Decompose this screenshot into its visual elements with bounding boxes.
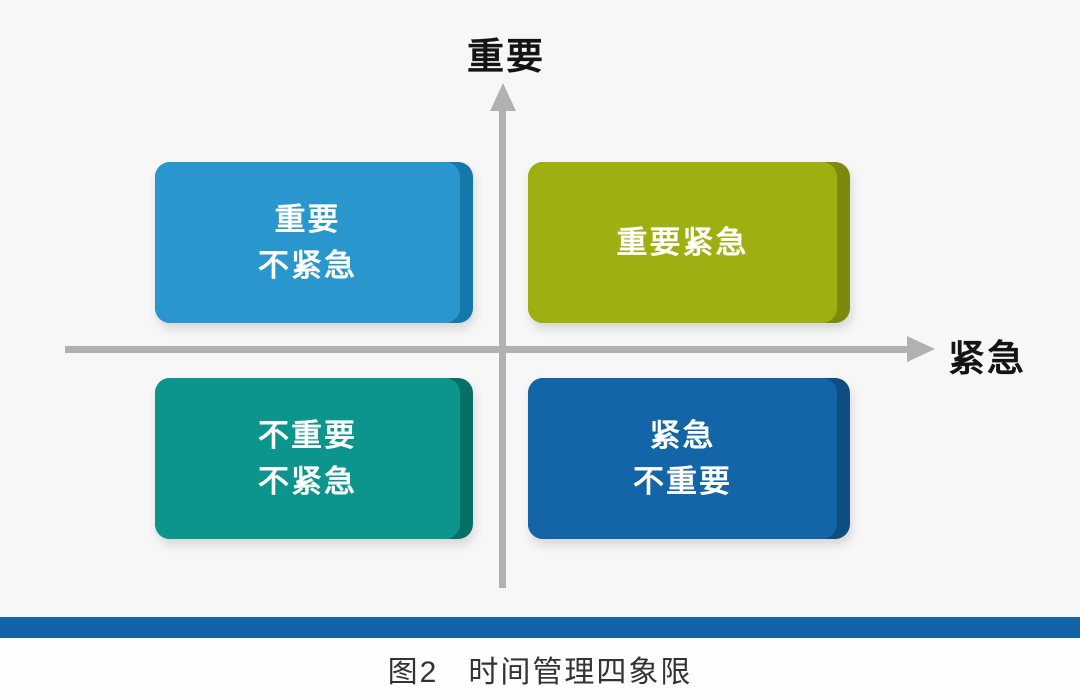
quadrant-face: 紧急 不重要 [528, 378, 837, 539]
arrow-right-icon [907, 336, 935, 362]
quadrant-face: 不重要 不紧急 [155, 378, 460, 539]
y-axis-label: 重要 [467, 36, 545, 77]
quadrant-label-line: 重要 [274, 201, 341, 237]
quadrant-important-not-urgent: 重要 不紧急 [155, 162, 473, 323]
caption-figure-number: 图2 [387, 655, 439, 689]
quadrant-label-line: 重要紧急 [616, 224, 749, 260]
x-axis-line [65, 346, 910, 353]
arrow-up-icon [490, 83, 516, 111]
quadrant-label-line: 不紧急 [258, 247, 357, 283]
x-axis-label: 紧急 [948, 338, 1026, 379]
figure-caption: 图2 时间管理四象限 [388, 647, 693, 691]
footer-strip: 图2 时间管理四象限 [0, 638, 1080, 699]
quadrant-label-line: 不重要 [258, 417, 357, 453]
quadrant-not-important-not-urgent: 不重要 不紧急 [155, 378, 473, 539]
quadrant-label-line: 不紧急 [258, 463, 357, 499]
quadrant-face: 重要紧急 [528, 162, 837, 323]
caption-title: 时间管理四象限 [468, 655, 693, 689]
quadrant-urgent-not-important: 紧急 不重要 [528, 378, 850, 539]
bottom-divider-bar [0, 617, 1080, 638]
quadrant-face: 重要 不紧急 [155, 162, 460, 323]
quadrant-important-urgent: 重要紧急 [528, 162, 850, 323]
quadrant-label-line: 不重要 [633, 463, 732, 499]
quadrant-label-line: 紧急 [649, 417, 716, 453]
